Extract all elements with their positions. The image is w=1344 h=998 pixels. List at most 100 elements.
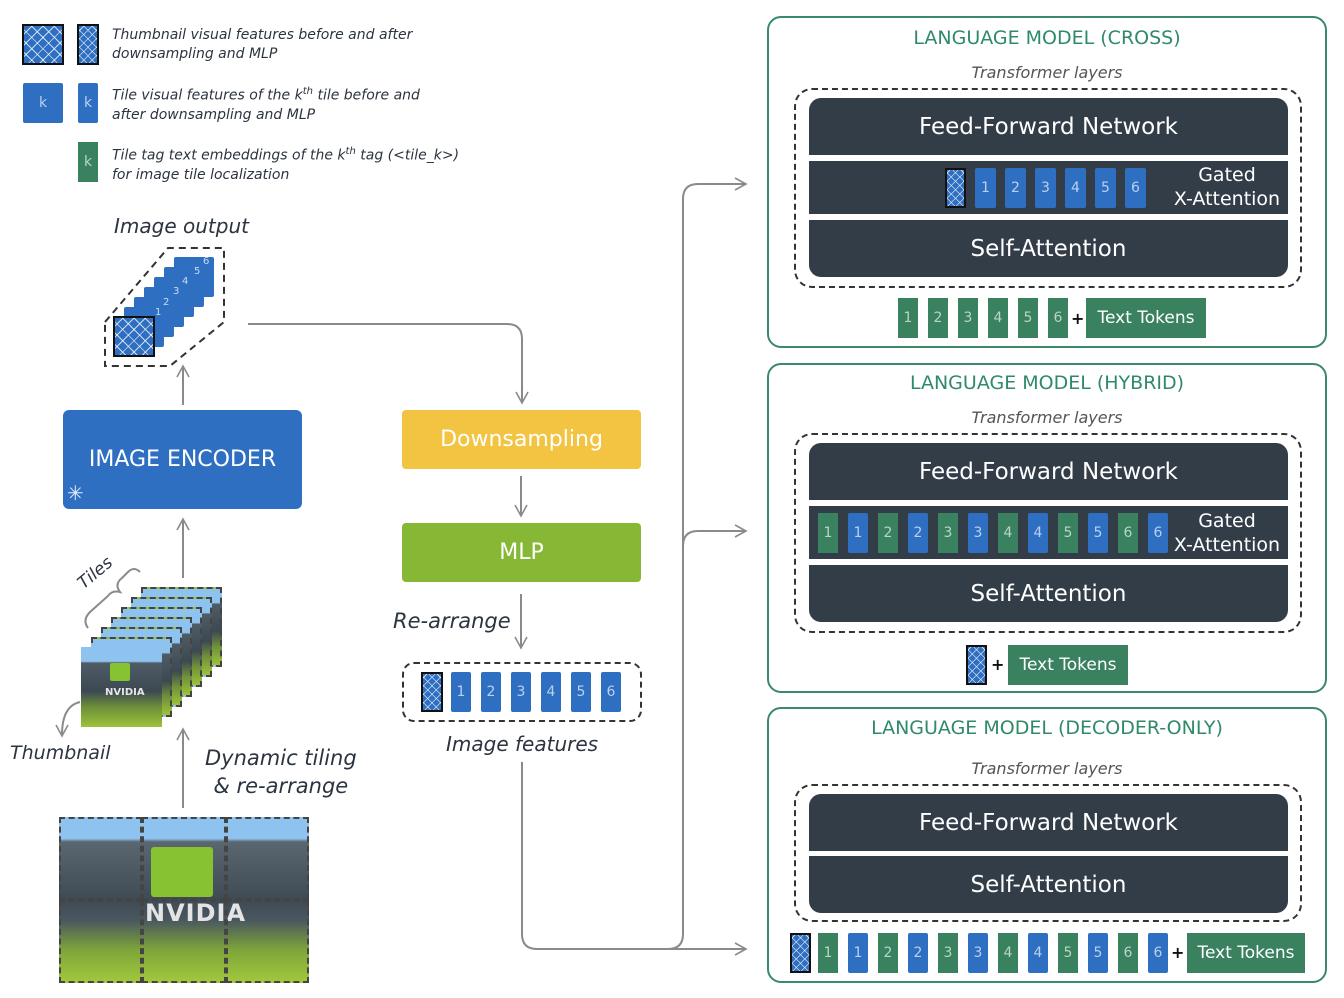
text-tokens-label: Text Tokens <box>1197 943 1295 963</box>
tile-tag-token: 6 <box>1118 513 1138 553</box>
feature-tile: 3 <box>511 672 531 712</box>
text-tokens-box: Text Tokens <box>1086 298 1206 338</box>
stack-number-6: 6 <box>203 256 210 267</box>
panel-subtitle: Transformer layers <box>971 63 1123 82</box>
feature-tile: 4 <box>541 672 561 712</box>
image-features-frame <box>402 662 642 722</box>
plus-sign: + <box>1171 943 1185 962</box>
text-tokens-box: Text Tokens <box>1187 933 1305 973</box>
rearrange-label: Re-arrange <box>393 609 511 633</box>
cross-tile-token: 5 <box>1095 168 1116 208</box>
thumbnail-hatched-icon <box>22 24 64 65</box>
ffn-label: Feed-Forward Network <box>918 458 1178 485</box>
panel-subtitle: Transformer layers <box>971 759 1123 778</box>
dynamic-tiling-label: Dynamic tiling & re-arrange <box>205 746 357 798</box>
arrow-features-to-models <box>521 177 748 950</box>
photo-grid-cell <box>226 900 309 983</box>
self-attention-layer: Self-Attention <box>809 565 1288 622</box>
legend-tag-text: Tile tag text embeddings of the kth tag … <box>112 146 460 183</box>
plus-sign: + <box>991 655 1005 674</box>
cross-tile-token: 2 <box>1005 168 1026 208</box>
arrow-to-hybrid <box>682 524 748 547</box>
ffn-layer: Feed-Forward Network <box>809 794 1288 851</box>
cross-tile-token: 4 <box>1028 513 1048 553</box>
cross-tile-token: 1 <box>975 168 996 208</box>
stack-number-3: 3 <box>173 286 180 297</box>
arrow-output-to-downsampling <box>248 323 529 405</box>
image-output-frame <box>104 247 225 367</box>
tile-tag-token: 5 <box>1058 513 1078 553</box>
cross-tile-token: 4 <box>1065 168 1086 208</box>
transformer-layers-frame <box>794 784 1302 922</box>
tile-token: 5 <box>1088 933 1108 973</box>
tile-token: 6 <box>1148 933 1168 973</box>
tile-tag-token: 1 <box>898 298 918 338</box>
legend-tile-text: Tile visual features of the kth tile bef… <box>112 86 420 123</box>
tile-tag-token: 3 <box>958 298 978 338</box>
mlp-box: MLP <box>402 523 641 582</box>
cross-thumbnail-token <box>945 168 966 208</box>
arrow-thumbnail <box>55 701 81 738</box>
photo-grid-cell <box>142 817 226 900</box>
photo-grid-cell <box>226 817 309 900</box>
cross-tile-token: 5 <box>1088 513 1108 553</box>
text-tokens-label: Text Tokens <box>1097 308 1195 328</box>
tile-tag-token: 4 <box>988 298 1008 338</box>
cross-tile-token: 6 <box>1125 168 1146 208</box>
stack-number-4: 4 <box>182 276 189 287</box>
tile-feature-icon: k <box>23 83 63 123</box>
ffn-layer: Feed-Forward Network <box>809 443 1288 500</box>
mlp-label: MLP <box>499 540 544 565</box>
tile-tag-token: 6 <box>1118 933 1138 973</box>
downsampling-label: Downsampling <box>440 427 603 452</box>
cross-tile-token: 3 <box>1035 168 1056 208</box>
tile-tag-token: 5 <box>1018 298 1038 338</box>
self-attention-label: Self-Attention <box>970 580 1127 607</box>
self-attention-layer: Self-Attention <box>809 220 1288 277</box>
tile-tag-token: 2 <box>878 513 898 553</box>
tile-tag-token: 4 <box>998 933 1018 973</box>
tile-tag-token: 2 <box>878 933 898 973</box>
tile-tag-token: 2 <box>928 298 948 338</box>
ffn-layer: Feed-Forward Network <box>809 98 1288 155</box>
tile-tag-token: 3 <box>938 933 958 973</box>
language-model-decoder-only-panel: LANGUAGE MODEL (DECODER-ONLY) Transforme… <box>767 707 1327 983</box>
nvidia-logo-small-icon <box>110 663 130 681</box>
features-thumbnail <box>421 672 443 712</box>
decoder-thumbnail-token <box>790 933 811 973</box>
text-tokens-label: Text Tokens <box>1019 655 1117 675</box>
image-output-label: Image output <box>114 214 249 238</box>
tile-token: 4 <box>1028 933 1048 973</box>
ffn-label: Feed-Forward Network <box>918 809 1178 836</box>
language-model-hybrid-panel: LANGUAGE MODEL (HYBRID) Transformer laye… <box>767 363 1327 693</box>
legend-thumbnail-text: Thumbnail visual features before and aft… <box>112 27 413 62</box>
tile-token: 3 <box>968 933 988 973</box>
tile-tag-token: 6 <box>1048 298 1068 338</box>
stack-number-1: 1 <box>155 307 162 318</box>
photo-grid-cell <box>59 817 142 900</box>
panel-subtitle: Transformer layers <box>971 408 1123 427</box>
panel-title: LANGUAGE MODEL (DECODER-ONLY) <box>871 717 1223 739</box>
nvidia-logo-icon <box>151 847 213 897</box>
tile-tag-token: 1 <box>818 933 838 973</box>
transformer-layers-frame <box>794 433 1302 633</box>
self-attention-label: Self-Attention <box>970 235 1127 262</box>
input-photo: NVIDIA <box>59 817 309 983</box>
cross-tile-token: 2 <box>908 513 928 553</box>
tile-tag-token: 3 <box>938 513 958 553</box>
thumbnail-tile <box>81 647 162 727</box>
language-model-cross-panel: LANGUAGE MODEL (CROSS) Transformer layer… <box>767 16 1327 348</box>
photo-grid-cell <box>142 900 226 983</box>
image-encoder-label: IMAGE ENCODER <box>88 447 277 472</box>
thumbnail-hatched-small-icon <box>77 24 99 65</box>
downsampling-box: Downsampling <box>402 410 641 469</box>
tile-token: 2 <box>908 933 928 973</box>
plus-sign: + <box>1071 309 1085 328</box>
snowflake-icon: ✳ <box>67 481 84 505</box>
tile-photo-text: NVIDIA <box>105 687 145 698</box>
cross-tile-token: 1 <box>848 513 868 553</box>
cross-tile-token: 3 <box>968 513 988 553</box>
thumbnail-label: Thumbnail <box>10 742 111 764</box>
transformer-layers-frame <box>794 88 1302 288</box>
